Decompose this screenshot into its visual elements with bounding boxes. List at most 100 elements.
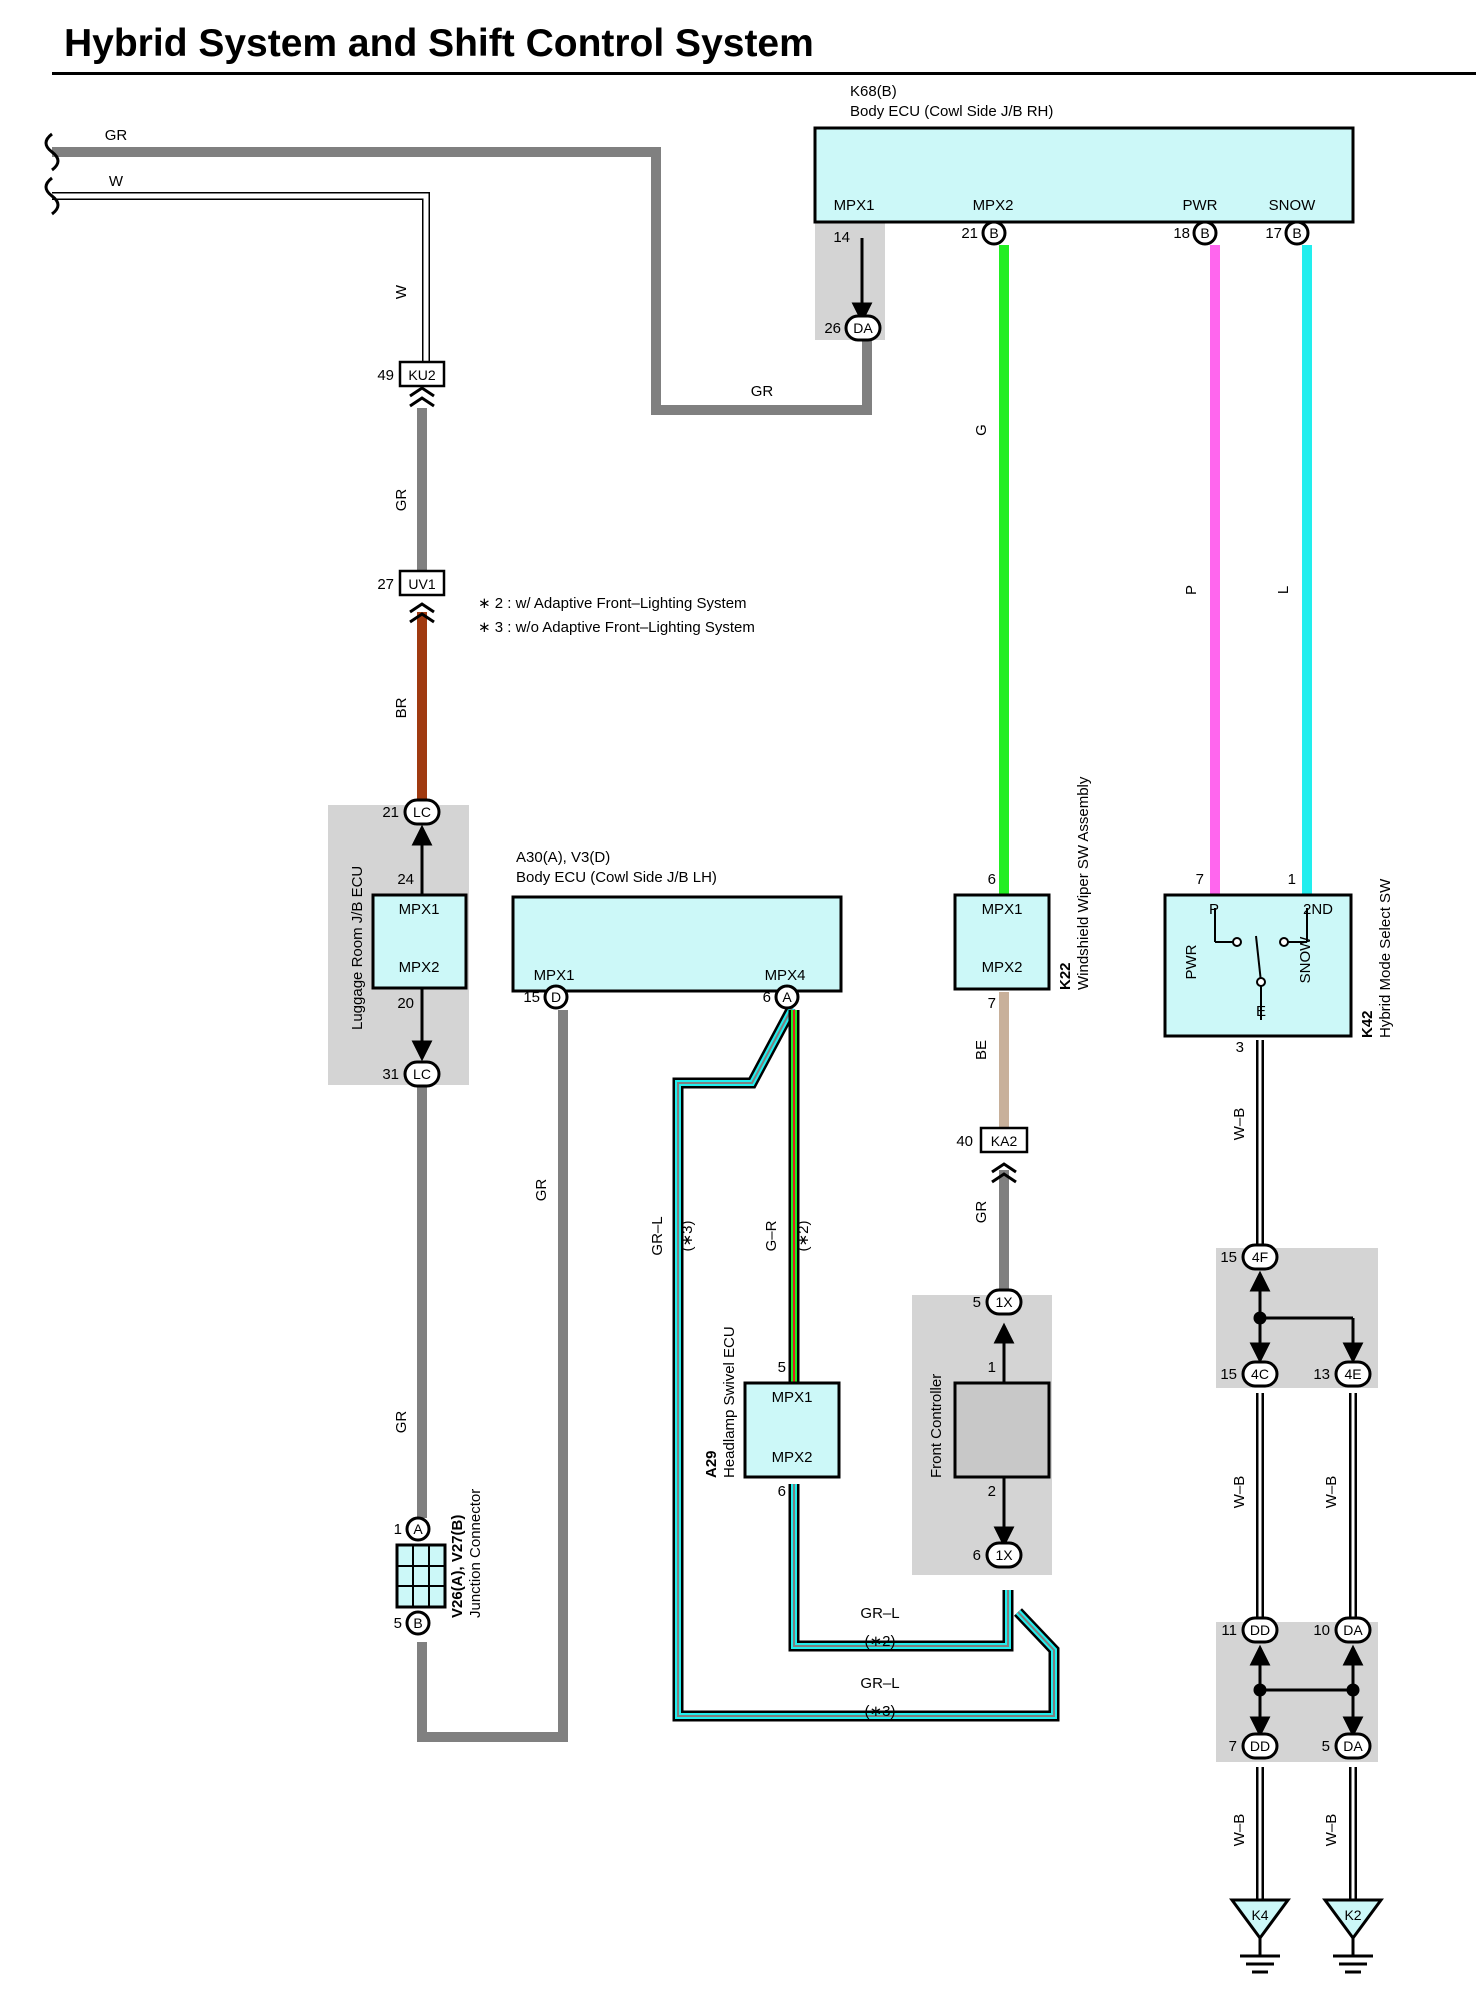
svg-text:4C: 4C	[1251, 1366, 1269, 1382]
svg-text:LC: LC	[413, 804, 431, 820]
svg-text:6: 6	[778, 1483, 786, 1500]
svg-text:BR: BR	[393, 697, 410, 718]
wire-w	[52, 193, 429, 362]
svg-text:1X: 1X	[995, 1294, 1013, 1310]
svg-text:MPX1: MPX1	[534, 967, 575, 984]
svg-text:18: 18	[1173, 225, 1190, 242]
svg-text:6: 6	[763, 989, 771, 1006]
svg-text:GR: GR	[105, 127, 128, 144]
svg-text:(∗2): (∗2)	[865, 1633, 896, 1650]
wire-wb-group	[1256, 1040, 1357, 1902]
a29-code: A29	[703, 1450, 720, 1478]
svg-text:15: 15	[523, 989, 540, 1006]
pin-names: MPX1 MPX2 PWR SNOW MPX1 MPX4 MPX1 MPX2 M…	[399, 197, 1334, 1466]
v26-name: Junction Connector	[467, 1489, 484, 1618]
notes: ∗ 2 : w/ Adaptive Front–Lighting System …	[478, 595, 755, 636]
svg-text:7: 7	[1196, 871, 1204, 888]
block-a29	[743, 1381, 841, 1479]
block-k22	[953, 893, 1051, 991]
block-front	[953, 1381, 1051, 1479]
ground-symbols	[1229, 1898, 1384, 1974]
svg-text:1: 1	[394, 1521, 402, 1538]
svg-text:W–B: W–B	[1231, 1476, 1248, 1509]
svg-text:6: 6	[973, 1547, 981, 1564]
svg-text:MPX2: MPX2	[399, 959, 440, 976]
svg-text:MPX4: MPX4	[765, 967, 806, 984]
svg-text:6: 6	[988, 871, 996, 888]
wire-gr-top	[52, 147, 872, 415]
svg-text:5: 5	[394, 1615, 402, 1632]
k68-code: K68(B)	[850, 83, 897, 100]
k42-code: K42	[1359, 1010, 1376, 1038]
circle-connectors	[405, 220, 1310, 1636]
svg-text:MPX1: MPX1	[982, 901, 1023, 918]
svg-text:3: 3	[1236, 1039, 1244, 1056]
svg-text:A: A	[782, 989, 792, 1005]
k42-name: Hybrid Mode Select SW	[1377, 878, 1394, 1038]
svg-text:SNOW: SNOW	[1297, 936, 1314, 984]
svg-text:LC: LC	[413, 1066, 431, 1082]
svg-text:GR–L: GR–L	[860, 1605, 899, 1622]
junction-grid	[397, 1545, 445, 1607]
svg-text:DA: DA	[1343, 1738, 1363, 1754]
svg-text:5: 5	[778, 1359, 786, 1376]
svg-text:W–B: W–B	[1231, 1108, 1248, 1141]
svg-text:K2: K2	[1344, 1907, 1361, 1923]
svg-text:21: 21	[382, 804, 399, 821]
svg-text:GR: GR	[533, 1179, 550, 1202]
k22-name: Windshield Wiper SW Assembly	[1075, 776, 1092, 990]
svg-text:26: 26	[824, 320, 841, 337]
svg-text:10: 10	[1313, 1622, 1330, 1639]
block-luggage	[371, 893, 468, 990]
svg-text:2: 2	[988, 1483, 996, 1500]
svg-text:MPX1: MPX1	[772, 1389, 813, 1406]
svg-text:MPX2: MPX2	[982, 959, 1023, 976]
svg-text:(∗3): (∗3)	[679, 1221, 696, 1252]
svg-text:GR: GR	[393, 1411, 410, 1434]
svg-text:P: P	[1183, 585, 1200, 595]
front-name: Front Controller	[928, 1374, 945, 1478]
svg-text:DD: DD	[1250, 1738, 1270, 1754]
wire-break-marks	[44, 132, 60, 216]
connector-boxes	[398, 360, 1029, 1154]
svg-text:31: 31	[382, 1066, 399, 1083]
svg-text:W: W	[393, 284, 410, 299]
page-title: Hybrid System and Shift Control System	[64, 22, 814, 65]
ground-k2	[1322, 1898, 1384, 1941]
block-k42	[1163, 893, 1353, 1038]
wire-grl-3-center	[677, 1007, 1055, 1717]
svg-text:GR: GR	[393, 489, 410, 512]
svg-text:14: 14	[833, 229, 850, 246]
svg-text:W–B: W–B	[1231, 1814, 1248, 1847]
wire-gr-junction-a30	[417, 1010, 568, 1742]
svg-text:(∗2): (∗2)	[795, 1221, 812, 1252]
svg-text:B: B	[1292, 225, 1301, 241]
svg-text:15: 15	[1220, 1366, 1237, 1383]
v26-code: V26(A), V27(B)	[449, 1515, 466, 1618]
oval-connectors	[403, 314, 1372, 1760]
a30-name: Body ECU (Cowl Side J/B LH)	[516, 869, 717, 886]
component-labels: K68(B) Body ECU (Cowl Side J/B RH) A30(A…	[349, 83, 1394, 1618]
wires	[52, 147, 1357, 1902]
svg-text:MPX1: MPX1	[399, 901, 440, 918]
svg-text:E: E	[1256, 1003, 1266, 1020]
svg-text:W–B: W–B	[1323, 1814, 1340, 1847]
pin-numbers: 14 21 18 17 26 49 27 21 24 20 31 15 6 6 …	[377, 225, 1330, 1755]
a29-name: Headlamp Swivel ECU	[721, 1326, 738, 1478]
svg-text:(∗3): (∗3)	[865, 1703, 896, 1720]
svg-text:MPX1: MPX1	[834, 197, 875, 214]
block-v26	[395, 1543, 447, 1609]
switch-symbol	[1214, 908, 1308, 1020]
svg-text:1: 1	[988, 1359, 996, 1376]
k22-code: K22	[1057, 962, 1074, 990]
note-2: ∗ 2 : w/ Adaptive Front–Lighting System	[478, 595, 747, 612]
k68-name: Body ECU (Cowl Side J/B RH)	[850, 103, 1053, 120]
wire-w-outline	[52, 192, 430, 362]
svg-text:W–B: W–B	[1323, 1476, 1340, 1509]
svg-text:GR–L: GR–L	[649, 1216, 666, 1255]
svg-text:MPX2: MPX2	[772, 1449, 813, 1466]
svg-text:4E: 4E	[1344, 1366, 1361, 1382]
svg-text:B: B	[1200, 225, 1209, 241]
svg-text:KA2: KA2	[991, 1133, 1018, 1149]
